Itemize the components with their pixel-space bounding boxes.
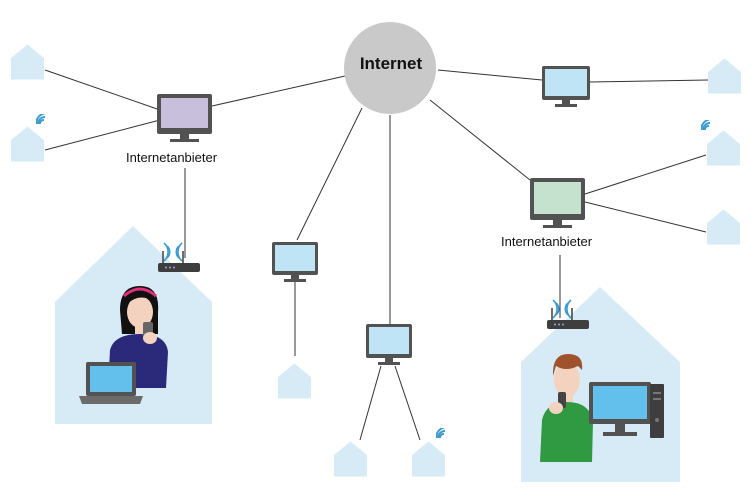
provider-monitor-green (530, 178, 585, 228)
house-icon (11, 126, 44, 162)
router-right (547, 299, 589, 329)
provider-label-right: Internetanbieter (501, 234, 593, 249)
laptop (79, 362, 143, 404)
wifi-icon (36, 114, 48, 125)
house-icon (412, 441, 445, 477)
connection-lines (44, 69, 709, 441)
wifi-icon (436, 428, 448, 439)
house-icon (278, 363, 311, 399)
provider-monitor-purple (157, 94, 212, 142)
desktop-computer (589, 382, 664, 438)
house-icon (707, 130, 740, 166)
internet-label: Internet (359, 54, 423, 73)
house-icon (334, 441, 367, 477)
internet-node (344, 22, 436, 114)
monitor-top-right (542, 66, 590, 107)
monitor-center-left (272, 242, 318, 282)
house-icon (707, 209, 740, 245)
monitor-center-bottom (366, 324, 412, 365)
house-icon (708, 58, 741, 94)
router-left (158, 242, 200, 272)
man-with-phone (540, 354, 593, 462)
provider-label-left: Internetanbieter (126, 150, 218, 165)
wifi-icon (701, 120, 713, 131)
house-icon (11, 44, 44, 80)
